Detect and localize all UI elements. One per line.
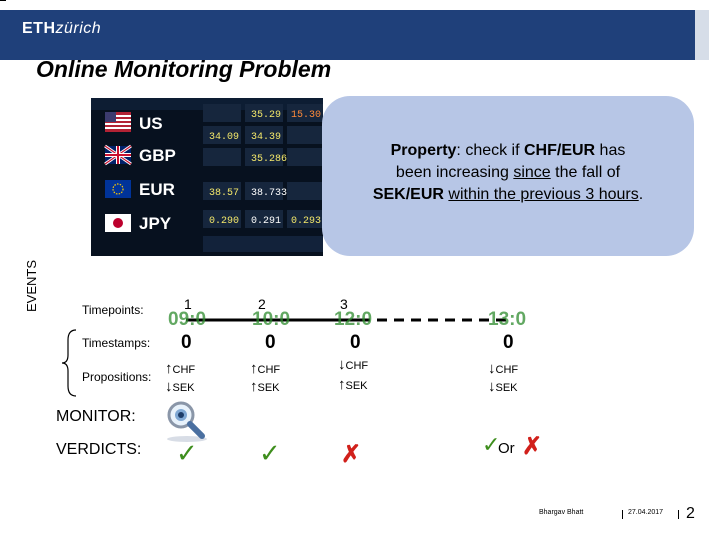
page-title: Online Monitoring Problem bbox=[36, 56, 332, 82]
svg-text:0.293: 0.293 bbox=[291, 216, 321, 227]
proposition-1-chf: ↑CHF bbox=[165, 360, 196, 377]
arrow-up-icon: ↑ bbox=[165, 360, 173, 377]
proposition-2-chf: ↑CHF bbox=[250, 360, 281, 377]
footer-separator bbox=[622, 510, 623, 519]
proposition-3-chf: ↓CHF bbox=[338, 356, 369, 373]
timestamp-1-bottom: 0 bbox=[181, 332, 192, 353]
footer-date: 27.04.2017 bbox=[628, 509, 664, 516]
check-icon: ✓ bbox=[259, 438, 281, 468]
uk-flag-icon bbox=[104, 144, 132, 166]
monitor-label: MONITOR: bbox=[56, 408, 136, 425]
timestamp-4-bottom: 0 bbox=[503, 332, 514, 353]
check-icon: ✓ bbox=[176, 438, 198, 468]
timestamp-2-bottom: 0 bbox=[265, 332, 276, 353]
or-text: Or bbox=[498, 440, 515, 457]
svg-text:34.39: 34.39 bbox=[251, 132, 281, 143]
proposition-1-sek: ↓SEK bbox=[165, 378, 195, 395]
forex-board-image: US GBP EUR JPY 35.29 34.09 34.39 35.286 … bbox=[91, 98, 323, 256]
header-bar bbox=[0, 10, 709, 60]
property-text: Property: check if CHF/EUR has been incr… bbox=[372, 142, 644, 203]
proposition-4-sek: ↓SEK bbox=[488, 378, 518, 395]
footer-author: Bhargav Bhatt bbox=[539, 509, 584, 516]
us-flag-icon bbox=[105, 112, 131, 132]
eu-flag-icon bbox=[105, 180, 131, 198]
proposition-3-sek: ↑SEK bbox=[338, 376, 368, 393]
arrow-up-icon: ↑ bbox=[250, 378, 258, 395]
proposition-4-chf: ↓CHF bbox=[488, 360, 519, 377]
magnifier-icon bbox=[167, 401, 207, 442]
footer-separator bbox=[678, 510, 679, 519]
property-bubble bbox=[322, 96, 694, 256]
timestamp-3-bottom: 0 bbox=[350, 332, 361, 353]
verdicts-label: VERDICTS: bbox=[56, 441, 142, 458]
timestamp-1-top: 09:0 bbox=[168, 309, 207, 330]
page-number: 2 bbox=[686, 505, 695, 522]
proposition-2-sek: ↑SEK bbox=[250, 378, 280, 395]
svg-text:35.29: 35.29 bbox=[251, 110, 281, 121]
events-brace bbox=[61, 329, 77, 397]
svg-text:38.733: 38.733 bbox=[251, 188, 287, 199]
svg-text:GBP: GBP bbox=[139, 146, 176, 165]
timestamp-3-top: 12:0 bbox=[334, 309, 373, 330]
timepoints-label: Timepoints: bbox=[82, 303, 144, 317]
svg-text:EUR: EUR bbox=[139, 180, 175, 199]
arrow-down-icon: ↓ bbox=[338, 356, 346, 373]
cross-icon: ✗ bbox=[522, 433, 543, 460]
timestamp-2-top: 10:0 bbox=[252, 309, 291, 330]
timestamp-4-top: 13:0 bbox=[488, 309, 527, 330]
check-icon: ✓ bbox=[482, 432, 501, 457]
japan-flag-icon bbox=[105, 214, 131, 232]
arrow-down-icon: ↓ bbox=[488, 378, 496, 395]
timepoint-3: 3 bbox=[340, 296, 348, 312]
arrow-up-icon: ↑ bbox=[250, 360, 258, 377]
svg-text:0.290: 0.290 bbox=[209, 216, 239, 227]
svg-text:35.286: 35.286 bbox=[251, 154, 287, 165]
timestamps-label: Timestamps: bbox=[82, 336, 151, 350]
timepoint-1: 1 bbox=[184, 296, 192, 312]
events-label: EVENTS bbox=[24, 259, 39, 312]
svg-text:38.57: 38.57 bbox=[209, 188, 239, 199]
svg-text:34.09: 34.09 bbox=[209, 132, 239, 143]
arrow-down-icon: ↓ bbox=[165, 378, 173, 395]
header-corner bbox=[695, 10, 709, 60]
propositions-label: Propositions: bbox=[82, 370, 152, 384]
arrow-up-icon: ↑ bbox=[338, 376, 346, 393]
timeline bbox=[186, 318, 510, 322]
svg-text:JPY: JPY bbox=[139, 214, 172, 233]
svg-text:US: US bbox=[139, 114, 163, 133]
cross-icon: ✗ bbox=[341, 441, 362, 468]
corner-mark bbox=[0, 0, 6, 1]
timepoint-2: 2 bbox=[258, 296, 266, 312]
eth-logo: ETHzürich bbox=[22, 20, 102, 37]
svg-text:0.291: 0.291 bbox=[251, 216, 281, 227]
arrow-down-icon: ↓ bbox=[488, 360, 496, 377]
svg-text:15.30: 15.30 bbox=[291, 110, 321, 121]
